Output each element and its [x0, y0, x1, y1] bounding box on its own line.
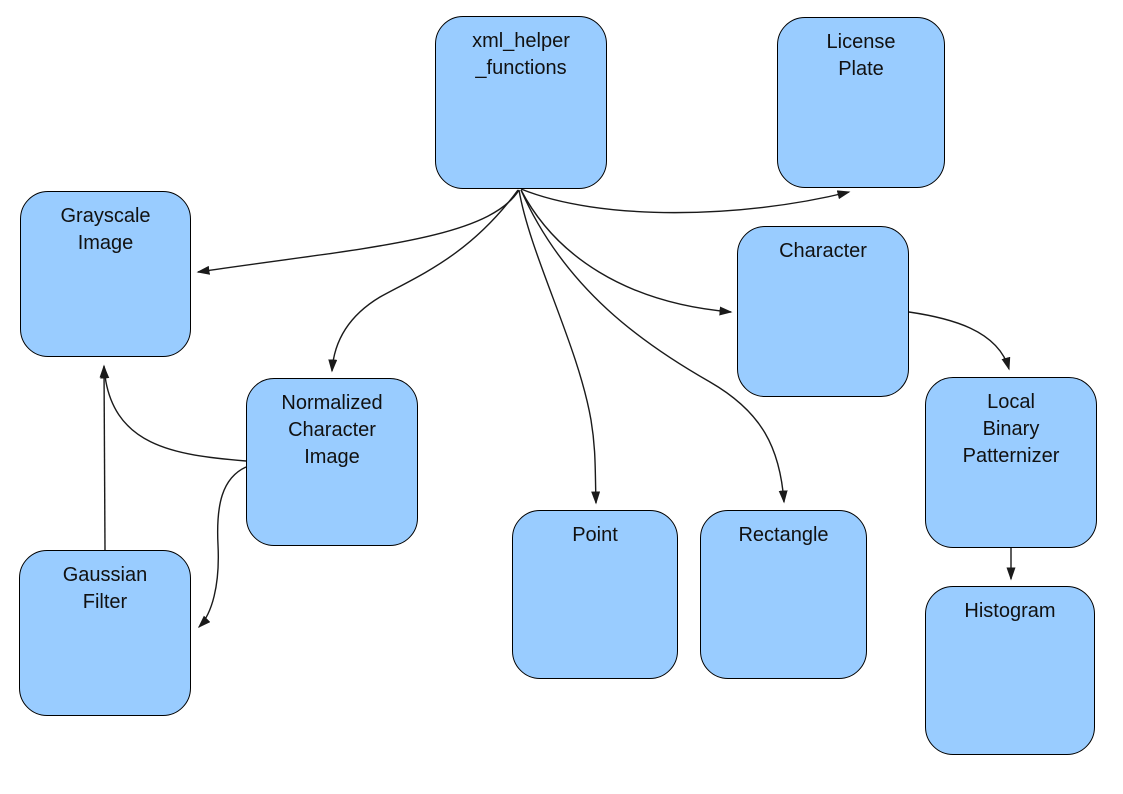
node-grayscale-image-label: Grayscale Image — [60, 205, 151, 254]
node-rectangle-label: Rectangle — [738, 524, 829, 546]
edge-normalized-character-image-to-gaussian-filter — [197, 466, 247, 629]
node-normalized-character-image-label: Normalized Character Image — [281, 392, 383, 468]
node-normalized-character-image[interactable]: Normalized Character Image — [246, 378, 418, 546]
node-xml-helper-functions-label: xml_helper _functions — [472, 30, 570, 79]
edge-xml-helper-functions-to-license-plate — [520, 188, 851, 214]
node-license-plate[interactable]: License Plate — [777, 17, 945, 188]
node-license-plate-label: License Plate — [826, 31, 896, 80]
edge-character-to-local-binary-patternizer — [908, 311, 1011, 371]
edge-normalized-character-image-to-grayscale-image — [100, 365, 247, 462]
node-character-label: Character — [779, 240, 867, 262]
node-gaussian-filter[interactable]: Gaussian Filter — [19, 550, 191, 716]
node-local-binary-patternizer-label: Local Binary Patternizer — [962, 391, 1060, 467]
edge-xml-helper-functions-to-character — [520, 189, 733, 316]
edge-xml-helper-functions-to-point — [518, 189, 601, 505]
node-xml-helper-functions[interactable]: xml_helper _functions — [435, 16, 607, 189]
edge-xml-helper-functions-to-grayscale-image — [196, 189, 520, 275]
edge-xml-helper-functions-to-normalized-character-image — [328, 189, 519, 373]
node-point[interactable]: Point — [512, 510, 678, 679]
node-point-label: Point — [572, 524, 618, 546]
node-local-binary-patternizer[interactable]: Local Binary Patternizer — [925, 377, 1097, 548]
node-grayscale-image[interactable]: Grayscale Image — [20, 191, 191, 357]
node-rectangle[interactable]: Rectangle — [700, 510, 867, 679]
edge-gaussian-filter-to-grayscale-image — [99, 364, 109, 551]
node-histogram-label: Histogram — [964, 600, 1056, 622]
node-histogram[interactable]: Histogram — [925, 586, 1095, 755]
node-gaussian-filter-label: Gaussian Filter — [62, 564, 148, 613]
node-character[interactable]: Character — [737, 226, 909, 397]
